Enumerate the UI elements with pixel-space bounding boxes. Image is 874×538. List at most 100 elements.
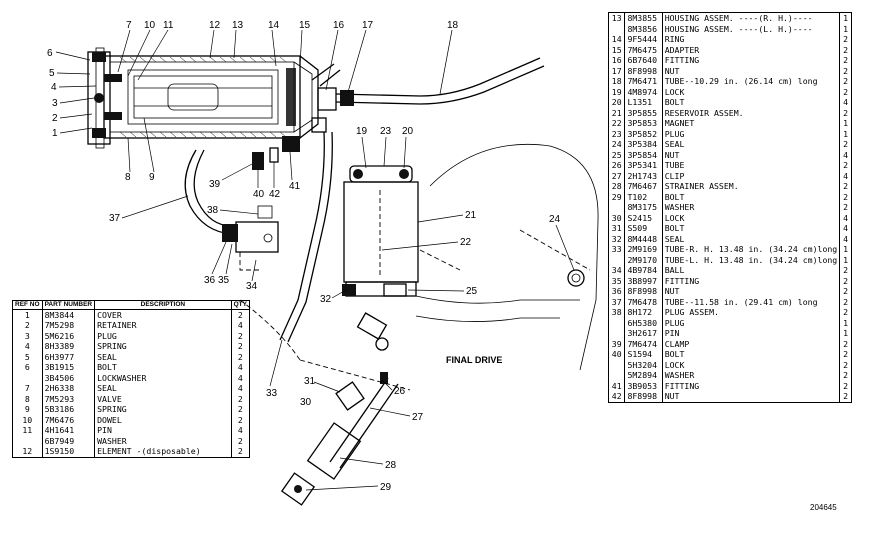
- cell-pn: 6H3977: [42, 351, 96, 362]
- cell-ref: 20: [608, 97, 626, 108]
- cell-ref: 1: [12, 309, 43, 320]
- cell-qty: 4: [843, 170, 849, 181]
- cell-ref: 19: [608, 86, 626, 97]
- cell-pn: 2M9169: [624, 244, 663, 255]
- cell-pn: 3B1915: [42, 362, 96, 373]
- cell-desc: STRAINER ASSEM.: [662, 181, 841, 192]
- cell-qty: 1: [843, 254, 849, 265]
- callout-10: 10: [144, 20, 156, 31]
- cell-qty: 2: [843, 191, 849, 202]
- cell-pn: 3P5384: [624, 139, 663, 150]
- cell-ref: 40: [608, 349, 626, 360]
- cell-ref: [608, 370, 626, 381]
- cell-qty: 4: [237, 320, 243, 330]
- callout-3: 3: [52, 98, 58, 109]
- cell-ref: 41: [608, 380, 626, 391]
- callout-labels: 6 5 4 3 2 1 7 10 11 12 13 14 15 16 17 18…: [47, 20, 575, 493]
- cell-ref: [608, 328, 626, 339]
- cell-ref: 22: [608, 118, 626, 129]
- cell-qty: 2: [843, 307, 849, 317]
- cell-desc: WASHER: [94, 435, 232, 446]
- cell-pn: 8H3389: [42, 341, 96, 352]
- cell-desc: PIN: [662, 328, 841, 339]
- cell-qty: 2: [843, 391, 849, 401]
- cell-desc: HOUSING ASSEM. ----(R. H.)----: [662, 12, 841, 24]
- cell-ref: 5: [12, 351, 43, 362]
- cell-qty: 1: [843, 118, 849, 128]
- cell-ref: 9: [12, 404, 43, 415]
- cell-desc: BALL: [662, 265, 841, 276]
- cell-qty: 2: [237, 414, 243, 425]
- cell-pn: 3B8997: [624, 275, 663, 286]
- cell-pn: 8F8998: [624, 391, 663, 402]
- callout-35: 35: [218, 275, 230, 286]
- cell-pn: 3P5341: [624, 160, 663, 171]
- cell-qty: 4: [843, 149, 849, 160]
- cell-ref: 21: [608, 107, 626, 118]
- cell-qty: 1: [843, 23, 849, 34]
- cell-pn: 5M2894: [624, 370, 663, 381]
- cell-desc: FITTING: [662, 380, 841, 391]
- cell-ref: 8: [12, 393, 43, 404]
- cell-desc: COVER: [94, 309, 232, 320]
- cell-pn: 2H6338: [42, 383, 96, 394]
- cell-pn: L1351: [624, 97, 663, 108]
- cell-ref: [608, 23, 626, 34]
- cell-pn: 8M4448: [624, 233, 663, 244]
- cell-qty: 1: [843, 317, 849, 328]
- cell-ref: 27: [608, 170, 626, 181]
- cell-qty: 2: [843, 275, 849, 286]
- cell-pn: 6H5380: [624, 317, 663, 328]
- callout-32: 32: [320, 294, 332, 305]
- cell-desc: LOCK: [662, 212, 841, 223]
- callout-6: 6: [47, 48, 53, 59]
- cell-desc: MAGNET: [662, 118, 841, 129]
- cell-desc: PIN: [94, 425, 232, 436]
- cell-pn: 9F5444: [624, 34, 663, 45]
- cell-pn: 7M6475: [624, 44, 663, 55]
- cell-pn: 3P5853: [624, 118, 663, 129]
- figure-number: 204645: [810, 503, 837, 512]
- cell-qty: 2: [843, 107, 849, 118]
- cell-pn: 5B3186: [42, 404, 96, 415]
- callout-40: 40: [253, 189, 265, 200]
- cell-desc: PLUG: [662, 317, 841, 328]
- cell-desc: TUBE-R. H. 13.48 in. (34.24 cm)long: [662, 244, 841, 255]
- callout-14: 14: [268, 20, 280, 31]
- cell-ref: 16: [608, 55, 626, 66]
- cell-ref: 2: [12, 320, 43, 331]
- cell-qty: 4: [843, 212, 849, 223]
- cell-pn: 8M3844: [42, 309, 96, 320]
- callout-29: 29: [380, 482, 392, 493]
- left-table-header: REF NO PART NUMBER DESCRIPTION QTY: [12, 300, 250, 310]
- cell-desc: SEAL: [94, 351, 232, 362]
- cell-pn: 7M6476: [42, 414, 96, 425]
- cell-pn: 6B7949: [42, 435, 96, 446]
- housing-assembly: [87, 47, 341, 149]
- callout-25: 25: [466, 286, 478, 297]
- cell-desc: SEAL: [662, 233, 841, 244]
- cell-pn: 4M8974: [624, 86, 663, 97]
- cell-desc: SPRING: [94, 341, 232, 352]
- cell-qty: 1: [843, 244, 849, 254]
- cell-desc: NUT: [662, 286, 841, 297]
- cell-qty: 4: [237, 372, 243, 383]
- cell-qty: 2: [843, 296, 849, 307]
- callout-30: 30: [300, 397, 312, 408]
- cell-pn: 3B4506: [42, 372, 96, 383]
- callout-20: 20: [402, 126, 414, 137]
- cell-ref: 17: [608, 65, 626, 76]
